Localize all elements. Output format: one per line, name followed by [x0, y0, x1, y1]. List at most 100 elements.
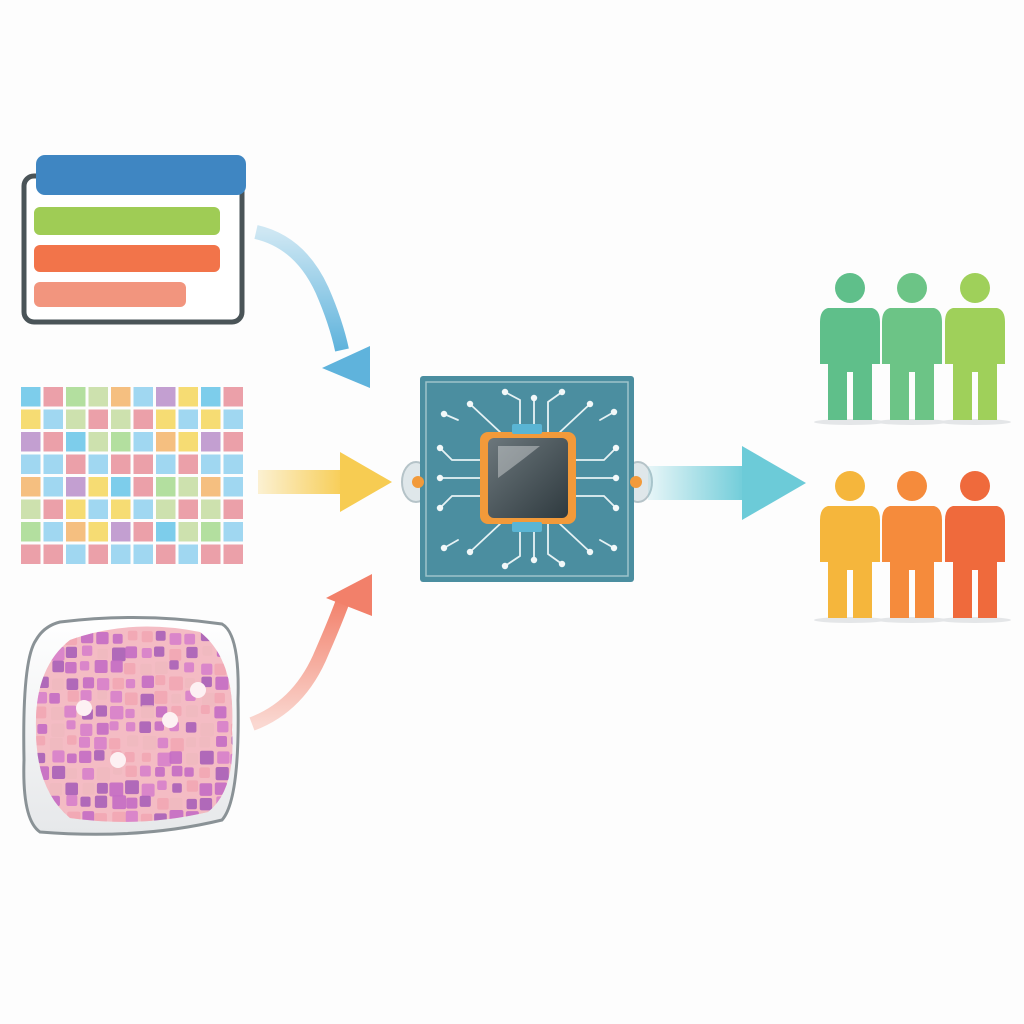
person-head	[897, 471, 927, 501]
matrix-cell	[21, 499, 41, 519]
circuit-node	[436, 474, 444, 482]
circuit-trace	[469, 403, 501, 433]
tissue-cell	[140, 663, 152, 675]
tissue-cell	[171, 765, 183, 777]
ai-chip-icon	[401, 376, 653, 582]
tissue-cell	[217, 751, 230, 764]
person-body	[945, 308, 1005, 420]
person-head	[835, 471, 865, 501]
matrix-cell	[178, 432, 198, 452]
matrix-cell	[21, 454, 41, 474]
tissue-cell	[169, 676, 183, 691]
person-body	[882, 506, 942, 618]
flow-tissue-to-chip	[249, 574, 372, 731]
tissue-cell	[201, 676, 212, 688]
chip-core	[488, 438, 568, 518]
tissue-cell	[155, 766, 165, 777]
matrix-cell	[223, 454, 243, 474]
matrix-cell	[43, 499, 63, 519]
person-icon	[939, 471, 1011, 623]
matrix-cell	[66, 454, 86, 474]
matrix-cell	[111, 432, 131, 452]
chip-core-shine	[498, 446, 540, 478]
flow-arrow-middle-head	[340, 452, 392, 512]
tissue-cell	[140, 813, 153, 822]
tissue-cell	[97, 678, 110, 691]
matrix-cell	[156, 499, 176, 519]
matrix-cell	[223, 387, 243, 407]
tissue-cell	[64, 705, 77, 718]
tissue-cell	[96, 767, 110, 781]
matrix-cell	[156, 432, 176, 452]
circuit-trace	[439, 447, 481, 461]
matrix-cell	[201, 409, 221, 429]
chip-circuit-traces	[439, 391, 617, 567]
tissue-cell	[127, 735, 139, 747]
record-bar-green	[34, 207, 220, 235]
person-shadow	[814, 419, 886, 425]
person-head	[897, 273, 927, 303]
person-shadow	[939, 617, 1011, 623]
matrix-cell	[88, 454, 108, 474]
tissue-cell	[67, 690, 79, 702]
tissue-cell	[186, 646, 198, 659]
tissue-cell	[127, 630, 138, 641]
matrix-cell	[201, 454, 221, 474]
matrix-cell	[178, 499, 198, 519]
tissue-cell	[96, 722, 109, 735]
person-head	[960, 273, 990, 303]
tissue-cell	[139, 795, 151, 807]
tissue-cell	[169, 660, 179, 670]
matrix-cell	[88, 477, 108, 497]
matrix-cell	[66, 432, 86, 452]
tissue-cell	[111, 647, 126, 662]
matrix-cell	[178, 409, 198, 429]
tissue-cell	[184, 633, 196, 645]
matrix-cell	[66, 409, 86, 429]
tissue-cell	[157, 780, 167, 791]
tissue-cell	[214, 706, 227, 719]
flow-arrow-top-shaft	[254, 225, 349, 352]
tissue-cell	[169, 751, 183, 764]
tissue-cell	[66, 753, 77, 764]
tissue-cell	[49, 783, 62, 796]
circuit-node	[466, 548, 474, 556]
tissue-cell	[154, 690, 168, 704]
tissue-cell	[202, 646, 213, 656]
tissue-cell	[109, 705, 124, 720]
people-group-icon	[814, 273, 1011, 425]
tissue-cell	[186, 798, 197, 810]
matrix-cell	[88, 499, 108, 519]
matrix-cell	[88, 432, 108, 452]
matrix-cell	[111, 522, 131, 542]
matrix-cell	[201, 499, 221, 519]
tissue-cell	[125, 780, 139, 795]
tissue-cell	[110, 690, 123, 703]
matrix-cell	[156, 522, 176, 542]
tissue-cell	[199, 736, 211, 748]
tissue-cell	[37, 723, 48, 734]
tissue-cell	[124, 692, 138, 706]
circuit-node	[466, 400, 474, 408]
flow-arrow-output-head	[742, 446, 806, 520]
circuit-node	[586, 548, 594, 556]
flow-arrow-bottom-head	[326, 574, 372, 616]
circuit-trace	[547, 391, 563, 433]
tissue-cell	[199, 767, 210, 779]
tissue-cell	[214, 663, 227, 676]
matrix-cell	[201, 477, 221, 497]
tissue-cell	[97, 690, 108, 700]
matrix-cell	[43, 387, 63, 407]
matrix-cell	[201, 432, 221, 452]
tissue-cell	[65, 646, 77, 658]
flow-arrow-middle-shaft	[258, 470, 346, 494]
circuit-trace	[575, 495, 617, 509]
matrix-cell	[156, 454, 176, 474]
tissue-cell	[125, 678, 136, 689]
tissue-cell	[125, 722, 136, 732]
record-list-header	[36, 155, 246, 195]
tissue-cell	[125, 708, 135, 719]
matrix-cell	[201, 522, 221, 542]
tissue-cell	[141, 631, 153, 643]
